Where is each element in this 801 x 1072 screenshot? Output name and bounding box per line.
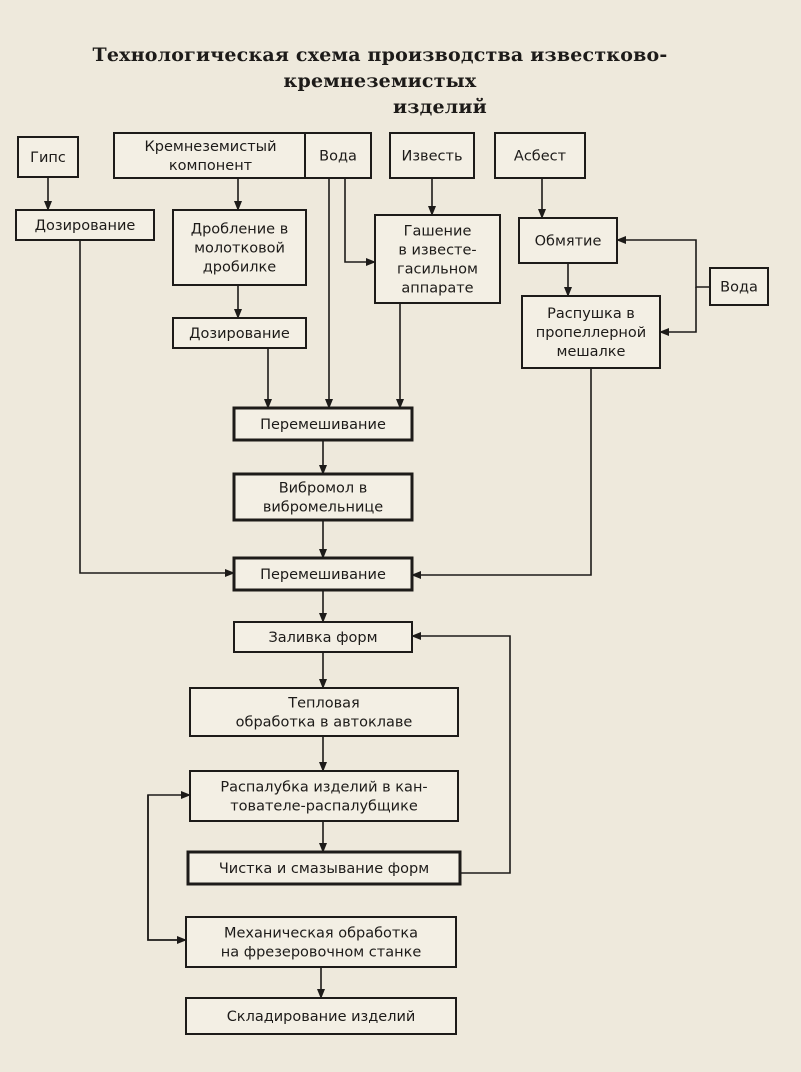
diagram-title: Технологическая схема производства извес…: [0, 42, 760, 120]
node-box-asbest: [494, 132, 586, 179]
node-label-sklad: Складирование изделий: [227, 1009, 416, 1025]
node-label-raspushka: пропеллерной: [536, 325, 646, 341]
node-label-vibromol: вибромельнице: [263, 500, 383, 516]
node-doz1: Дозирование: [15, 209, 155, 241]
edge-doz1-mix2: [79, 240, 235, 577]
node-gips: Гипс: [17, 136, 79, 178]
node-raspalubka: Распалубка изделий в кан-тователе-распал…: [189, 770, 459, 822]
node-label-zalivka: Заливка форм: [268, 630, 377, 646]
node-box-mix1: [232, 406, 414, 442]
node-label-raspushka: Распушка в: [547, 306, 635, 322]
edge-mehobr-raspal: [147, 791, 191, 941]
node-label-gashenie: аппарате: [401, 281, 473, 297]
node-box-gips: [17, 136, 79, 178]
edge-raspal-mehobr: [147, 795, 187, 944]
node-label-vibromol: Вибромол в: [279, 481, 368, 497]
node-label-droblenie: дробилке: [203, 260, 276, 276]
node-box-zalivka: [233, 621, 413, 653]
node-obmyatie: Обмятие: [518, 217, 618, 264]
node-label-mix2: Перемешивание: [260, 567, 386, 583]
node-label-mehobr: на фрезеровочном станке: [221, 945, 422, 961]
node-box-teplovaya: [189, 687, 459, 737]
node-droblenie: Дробление в молотковой дробилке: [172, 209, 307, 286]
edge-chistka-zalivka: [411, 632, 511, 874]
edge-raspush-mix2: [411, 368, 592, 579]
node-box-obmyatie: [518, 217, 618, 264]
node-label-droblenie: молотковой: [194, 241, 285, 257]
node-label-izvest: Известь: [402, 149, 463, 165]
node-box-vibromol: [232, 472, 414, 522]
node-label-obmyatie: Обмятие: [535, 234, 602, 250]
node-box-voda2: [709, 267, 769, 306]
node-box-droblenie: [172, 209, 307, 286]
node-label-teplovaya: обработка в автоклаве: [236, 715, 413, 731]
node-label-asbest: Асбест: [514, 149, 567, 165]
node-box-voda1: [304, 132, 372, 179]
node-label-raspushka: мешалке: [557, 344, 626, 360]
node-box-mehobr: [185, 916, 457, 968]
node-label-voda2: Вода: [720, 280, 758, 296]
node-box-doz2: [172, 317, 307, 349]
node-label-kremnezem: компонент: [169, 158, 253, 174]
node-label-doz1: Дозирование: [35, 218, 136, 234]
edge-voda2-obmyatie: [616, 236, 710, 288]
node-label-kremnezem: Кремнеземистый: [144, 139, 276, 155]
node-box-mix2: [232, 556, 414, 592]
node-chistka: Чистка и смазывание форм: [186, 850, 462, 886]
node-box-chistka: [186, 850, 462, 886]
node-box-raspushka: [521, 295, 661, 369]
node-mix1: Перемешивание: [232, 406, 414, 442]
node-box-sklad: [185, 997, 457, 1035]
node-voda2: Вода: [709, 267, 769, 306]
node-label-gashenie: Гашение: [404, 224, 472, 240]
node-label-chistka: Чистка и смазывание форм: [219, 861, 429, 877]
node-vibromol: Вибромол в вибромельнице: [232, 472, 414, 522]
node-label-gashenie: гасильном: [397, 262, 478, 278]
node-mix2: Перемешивание: [232, 556, 414, 592]
node-doz2: Дозирование: [172, 317, 307, 349]
node-asbest: Асбест: [494, 132, 586, 179]
node-label-mehobr: Механическая обработка: [224, 926, 418, 942]
node-raspushka: Распушка в пропеллерной мешалке: [521, 295, 661, 369]
node-label-raspalubka: тователе-распалубщике: [230, 799, 418, 815]
node-box-doz1: [15, 209, 155, 241]
node-label-teplovaya: Тепловая: [287, 696, 360, 712]
node-teplovaya: Тепловая обработка в автоклаве: [189, 687, 459, 737]
title-line-2: изделий: [393, 96, 487, 118]
node-box-raspalubka: [189, 770, 459, 822]
node-zalivka: Заливка форм: [233, 621, 413, 653]
node-label-raspalubka: Распалубка изделий в кан-: [220, 780, 427, 796]
node-mehobr: Механическая обработка на фрезеровочном с…: [185, 916, 457, 968]
node-label-mix1: Перемешивание: [260, 417, 386, 433]
node-gashenie: Гашение в известе-гасильном аппарате: [374, 214, 501, 304]
node-box-izvest: [389, 132, 475, 179]
node-izvest: Известь: [389, 132, 475, 179]
node-label-gips: Гипс: [30, 150, 66, 166]
node-label-voda1: Вода: [319, 149, 357, 165]
node-sklad: Складирование изделий: [185, 997, 457, 1035]
title-line-1: Технологическая схема производства извес…: [92, 44, 668, 92]
node-label-gashenie: в известе-: [398, 243, 476, 259]
node-box-gashenie: [374, 214, 501, 304]
edge-voda1-gashenie: [344, 178, 376, 266]
node-kremnezem: Кремнеземистый компонент: [113, 132, 308, 179]
node-label-doz2: Дозирование: [189, 326, 290, 342]
node-voda1: Вода: [304, 132, 372, 179]
edge-voda2-raspush: [659, 287, 697, 336]
node-label-droblenie: Дробление в: [191, 222, 289, 238]
